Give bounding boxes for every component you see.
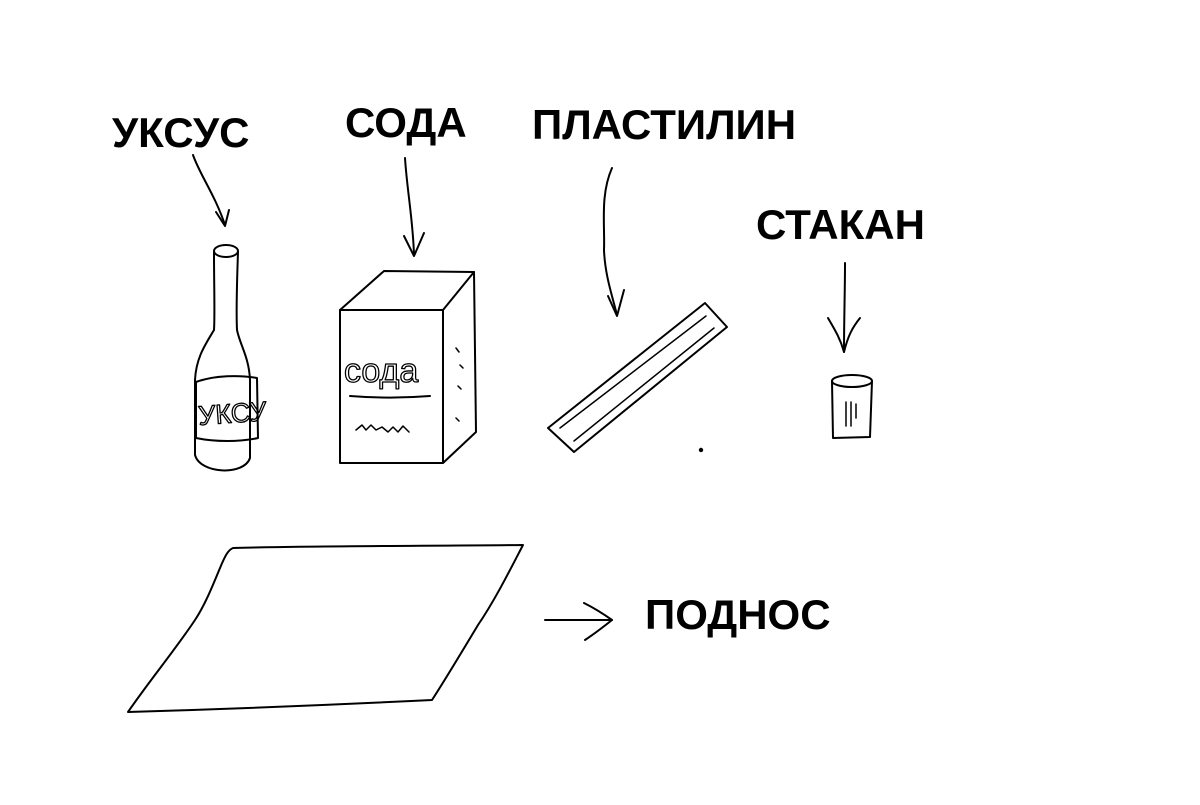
- glass-cup: [831, 374, 873, 439]
- label-plasticine: ПЛАСТИЛИН: [532, 101, 797, 148]
- arrow-plasticine: [602, 167, 625, 317]
- vinegar-bottle: УКСУ: [194, 244, 269, 472]
- arrow-tray: [544, 602, 613, 641]
- bottle-label-text: УКСУ: [197, 396, 268, 431]
- arrow-soda: [403, 157, 425, 257]
- label-vinegar: УКСУС: [112, 109, 250, 156]
- label-tray: ПОДНОС: [645, 591, 831, 638]
- arrow-glass: [827, 262, 861, 353]
- tray: [127, 544, 524, 713]
- label-soda: СОДА: [345, 99, 467, 146]
- soda-box: сода: [339, 270, 477, 464]
- plasticine-bar: [547, 302, 728, 453]
- arrow-vinegar: [192, 154, 230, 227]
- label-glass: СТАКАН: [756, 201, 925, 248]
- box-label-text: сода: [344, 352, 418, 390]
